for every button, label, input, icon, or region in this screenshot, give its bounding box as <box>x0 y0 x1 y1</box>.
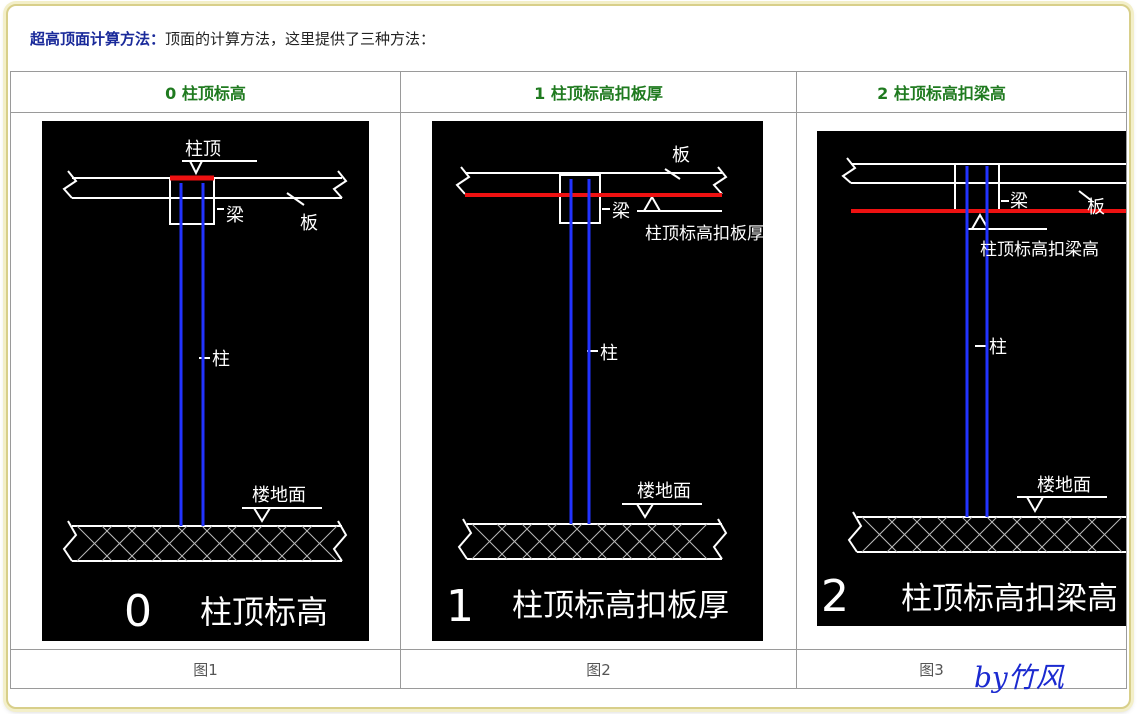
column-header-0: 0 柱顶标高 <box>10 71 401 113</box>
diagram-cell-1: 板 梁 柱顶标高扣板厚 柱 楼地面 1 柱顶标高扣板厚 <box>400 112 797 650</box>
column-header-1: 1 柱顶标高扣板厚 <box>400 71 797 113</box>
diagram-2-mark-label: 柱顶标高扣梁高 <box>980 240 1099 260</box>
caption-2: 图3 <box>796 649 1127 689</box>
diagram-cell-2: 梁 板 柱顶标高扣梁高 柱 楼地面 2 柱顶标高扣梁高 <box>796 112 1127 650</box>
caption-1: 图2 <box>400 649 797 689</box>
diagram-1-mark-label: 柱顶标高扣板厚 <box>645 224 763 244</box>
diagram-2-beam-label: 梁 <box>1010 191 1028 212</box>
diagram-0-floor-label: 楼地面 <box>252 485 306 506</box>
diagram-2-number: 2 <box>821 571 849 622</box>
diagram-1-column-label: 柱 <box>600 343 618 364</box>
column-header-2: 2 柱顶标高扣梁高 <box>796 71 1127 113</box>
intro-line: 超高顶面计算方法：顶面的计算方法，这里提供了三种方法： <box>30 28 435 49</box>
diagram-2-title: 柱顶标高扣梁高 <box>901 581 1118 617</box>
diagram-1-floor-label: 楼地面 <box>637 481 691 502</box>
intro-desc: 顶面的计算方法，这里提供了三种方法： <box>165 30 436 48</box>
diagram-1-slab-label: 板 <box>672 145 690 166</box>
caption-0: 图1 <box>10 649 401 689</box>
diagram-0-beam-label: 梁 <box>226 205 244 226</box>
diagram-2-image: 梁 板 柱顶标高扣梁高 柱 楼地面 2 柱顶标高扣梁高 <box>817 131 1126 626</box>
diagram-1-title: 柱顶标高扣板厚 <box>512 588 729 624</box>
diagram-0-number: 0 <box>124 586 152 637</box>
diagram-0-slab-label: 板 <box>300 213 318 234</box>
signature: by竹风 <box>974 661 1064 694</box>
diagram-0-image: 柱顶 梁 板 柱 楼地面 0 柱顶标高 <box>42 121 369 641</box>
diagram-1-beam-label: 梁 <box>612 201 630 222</box>
diagram-0-column-label: 柱 <box>212 349 230 370</box>
diagram-2-slab-label: 板 <box>1087 197 1105 218</box>
diagram-1-number: 1 <box>446 581 474 632</box>
diagram-1-image: 板 梁 柱顶标高扣板厚 柱 楼地面 1 柱顶标高扣板厚 <box>432 121 763 641</box>
diagram-2-column-label: 柱 <box>989 337 1007 358</box>
methods-table: 0 柱顶标高 1 柱顶标高扣板厚 2 柱顶标高扣梁高 <box>10 71 1127 689</box>
diagram-0-top-label: 柱顶 <box>185 139 221 160</box>
diagram-2-floor-label: 楼地面 <box>1037 475 1091 496</box>
diagram-0-title: 柱顶标高 <box>200 593 328 631</box>
diagram-cell-0: 柱顶 梁 板 柱 楼地面 0 柱顶标高 <box>10 112 401 650</box>
intro-title: 超高顶面计算方法： <box>30 30 166 48</box>
